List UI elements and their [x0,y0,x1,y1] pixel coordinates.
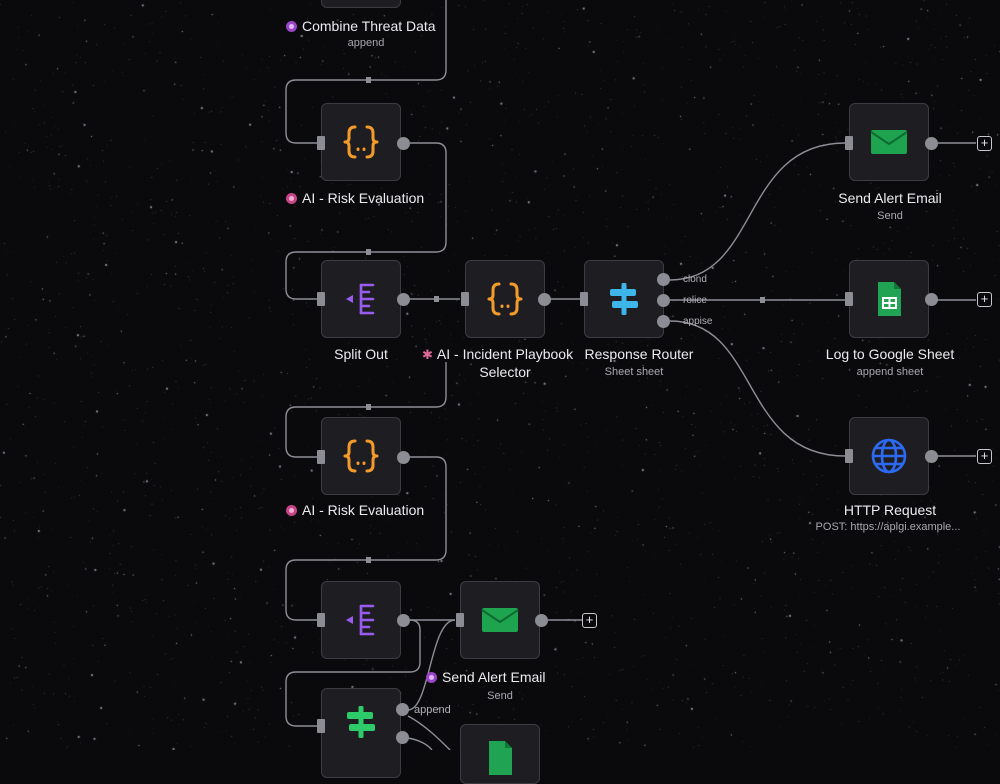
response-router-node[interactable] [584,260,664,338]
send-alert-email-output-port[interactable] [925,137,938,150]
risk-evaluation-input-port[interactable] [317,136,325,150]
google-sheets-icon [489,741,512,775]
google-sheet-node-2[interactable] [460,724,540,784]
router-2-input-port[interactable] [317,719,325,733]
risk-evaluation-node-2[interactable] [321,417,401,495]
router-output-port-1[interactable] [657,273,670,286]
router-branch-label-3: appise [683,316,713,327]
add-node-plus-icon[interactable]: + [977,292,992,307]
ai-agent-badge-icon [426,672,437,683]
split-out-node-2[interactable] [321,581,401,659]
risk-evaluation-2-output-port[interactable] [397,451,410,464]
http-request-output-port[interactable] [925,450,938,463]
split-out-icon [346,604,375,636]
risk-evaluation-2-input-port[interactable] [317,450,325,464]
send-alert-email-input-port[interactable] [845,136,853,150]
router-node-2[interactable] [321,688,401,778]
google-sheets-icon [878,282,901,316]
split-out-input-port[interactable] [317,292,325,306]
code-braces-icon [343,125,379,159]
split-out-2-input-port[interactable] [317,613,325,627]
risk-evaluation-output-port[interactable] [397,137,410,150]
ai-agent-badge-icon [286,21,297,32]
google-sheet-sub: append sheet [856,366,924,378]
send-alert-email-sub: Send [877,210,903,222]
router-2-output-port-1[interactable] [396,703,409,716]
risk-evaluation-label: AI - Risk Evaluation [286,190,424,206]
google-sheet-output-port[interactable] [925,293,938,306]
incident-playbook-label: ✱AI - Incident Playbook [422,346,574,362]
http-request-sub: POST: https://aplgi.example... [815,521,961,533]
http-request-input-port[interactable] [845,449,853,463]
send-alert-email-2-output-port[interactable] [535,614,548,627]
globe-icon [871,438,907,474]
send-alert-email-node-2[interactable] [460,581,540,659]
response-router-label: Response Router [584,346,694,362]
ai-agent-badge-icon [286,193,297,204]
combine-threat-data-label: Combine Threat Data [286,18,436,34]
code-braces-icon [343,439,379,473]
router-2-branch-label-1: append [414,704,451,716]
router-output-port-2[interactable] [657,294,670,307]
split-out-icon [346,283,375,315]
google-sheet-label: Log to Google Sheet [825,346,955,362]
http-request-node[interactable] [849,417,929,495]
router-branch-label-1: clond [683,274,707,285]
combine-threat-data-node[interactable] [321,0,401,8]
combine-threat-data-sub: append [347,37,385,49]
response-router-input-port[interactable] [580,292,588,306]
code-braces-icon [487,282,523,316]
send-alert-email-2-sub: Send [487,690,513,702]
split-out-label: Split Out [334,346,388,362]
split-out-output-port[interactable] [397,293,410,306]
response-router-sub: Sheet sheet [604,366,664,378]
add-node-plus-icon[interactable]: + [582,613,597,628]
split-out-2-output-port[interactable] [397,614,410,627]
add-node-plus-icon[interactable]: + [977,449,992,464]
incident-playbook-input-port[interactable] [461,292,469,306]
send-alert-email-2-input-port[interactable] [456,613,464,627]
google-sheet-node[interactable] [849,260,929,338]
send-alert-email-node[interactable] [849,103,929,181]
risk-evaluation-2-label: AI - Risk Evaluation [286,502,424,518]
send-alert-email-2-label: Send Alert Email [426,669,546,685]
router-signpost-icon [610,283,638,315]
send-alert-email-label: Send Alert Email [838,190,942,206]
envelope-icon [481,608,519,632]
ai-agent-badge-icon [286,505,297,516]
split-out-node[interactable] [321,260,401,338]
incident-playbook-output-port[interactable] [538,293,551,306]
http-request-label: HTTP Request [843,502,937,518]
google-sheet-input-port[interactable] [845,292,853,306]
incident-playbook-node[interactable] [465,260,545,338]
ai-asterisk-icon: ✱ [422,347,433,362]
router-branch-label-2: rolice [683,295,707,306]
router-signpost-icon [347,706,375,738]
risk-evaluation-node[interactable] [321,103,401,181]
envelope-icon [870,130,908,154]
router-output-port-3[interactable] [657,315,670,328]
router-2-output-port-2[interactable] [396,731,409,744]
incident-playbook-label-line2: Selector [479,364,531,380]
add-node-plus-icon[interactable]: + [977,136,992,151]
